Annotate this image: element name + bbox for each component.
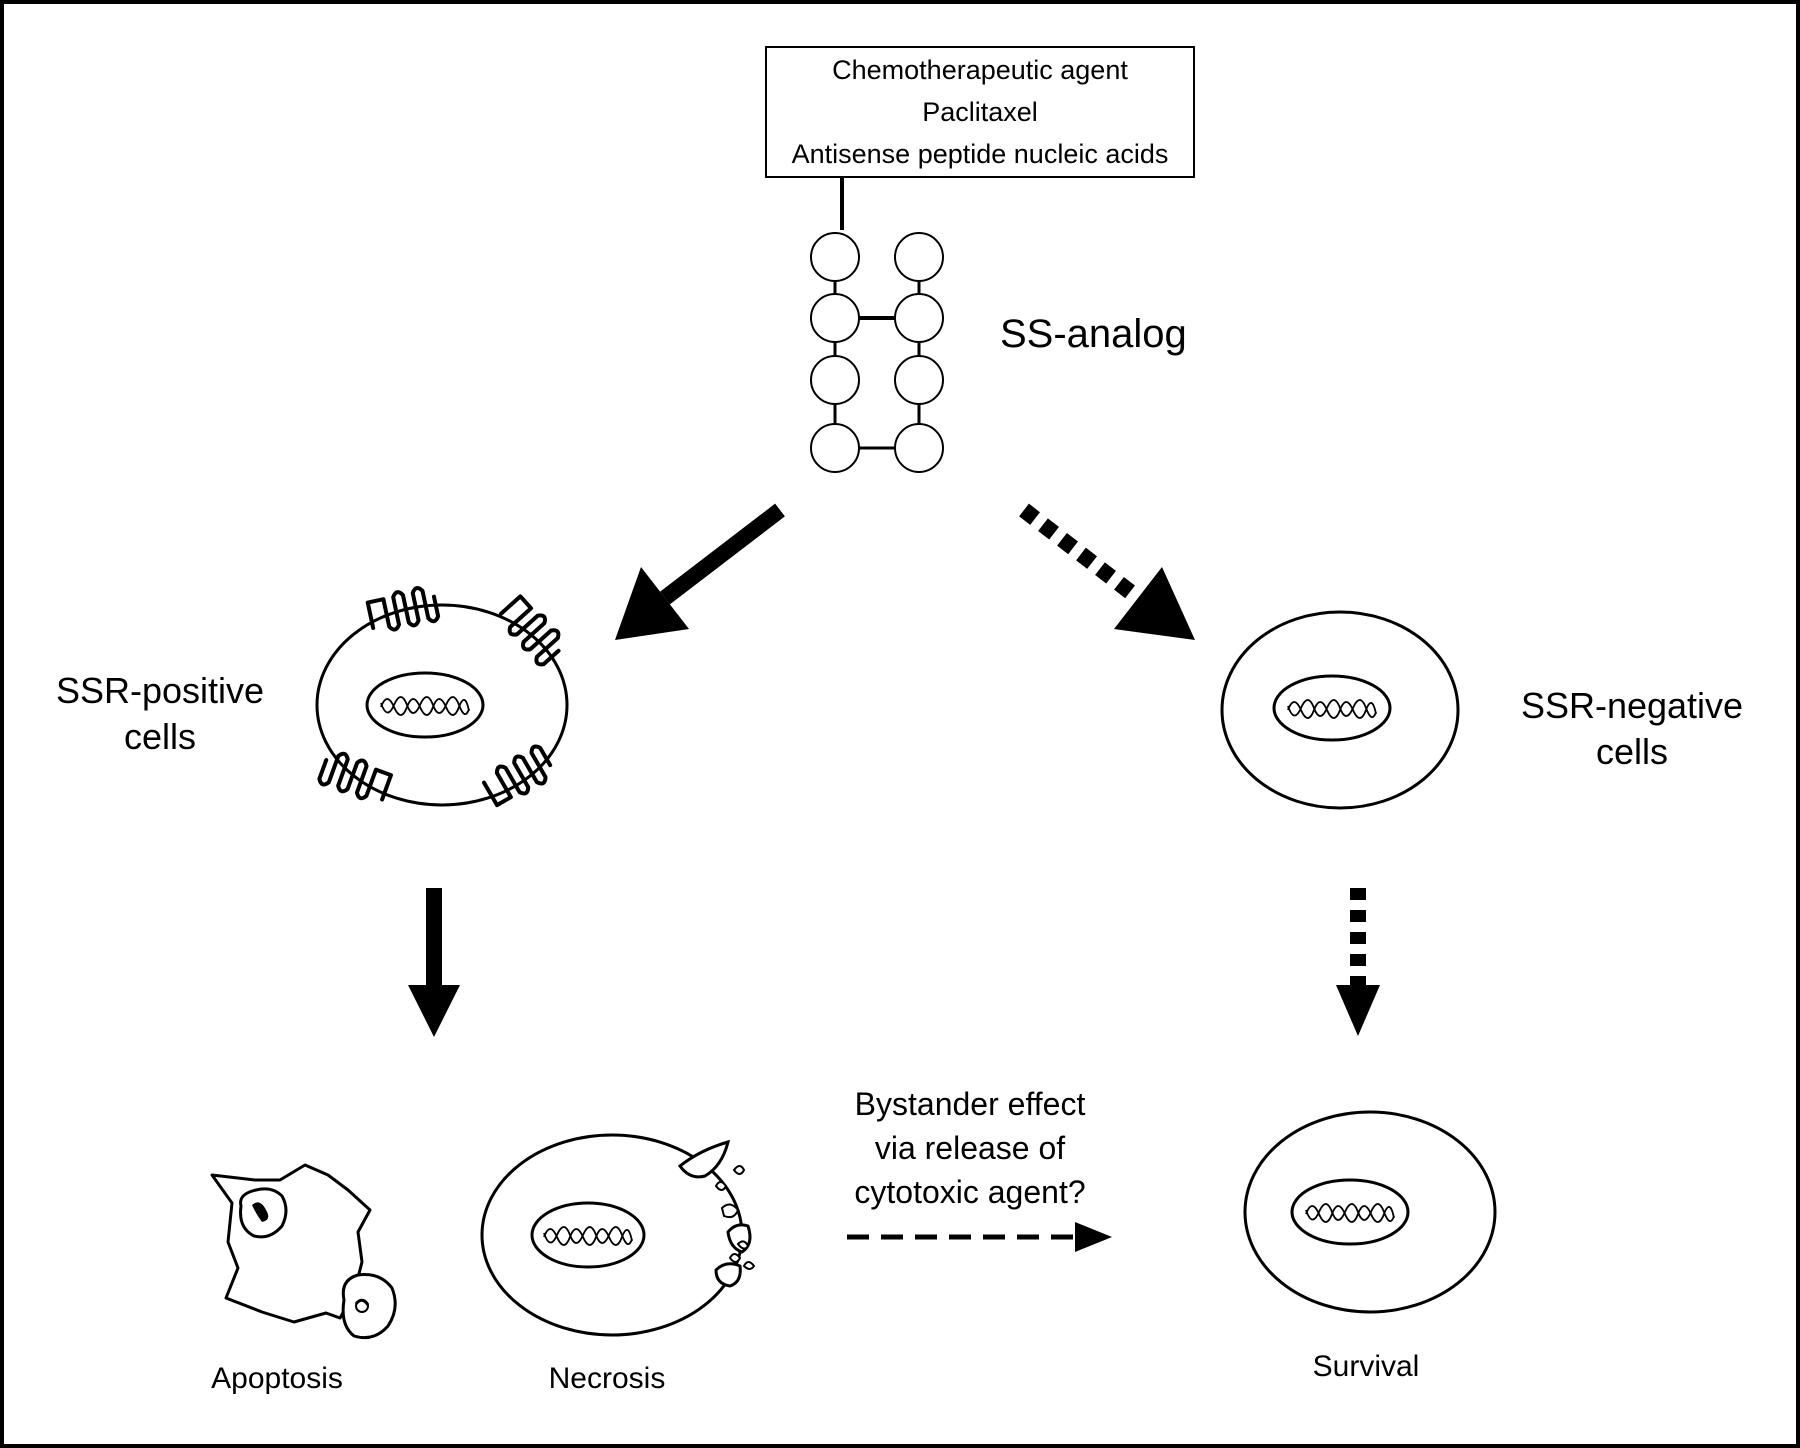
arrow-down-dotted [1336,888,1380,1036]
bystander-line2: via release of [874,1130,1066,1166]
agent-box: Chemotherapeutic agent Paclitaxel Antise… [765,46,1195,178]
ssr-positive-cell [315,582,570,811]
bystander-line1: Bystander effect [854,1086,1086,1122]
ssr-negative-label: SSR-negative cells [1502,683,1762,775]
ssr-positive-line2: cells [123,716,197,757]
bystander-line3: cytotoxic agent? [854,1174,1086,1210]
agent-line-1: Chemotherapeutic agent [832,55,1128,85]
survival-label: Survival [1312,1350,1420,1383]
bystander-label: Bystander effect via release of cytotoxi… [810,1082,1130,1214]
arrow-to-ssr-positive [615,503,785,640]
necrosis-cell [480,1133,756,1337]
agent-line-2: Paclitaxel [922,97,1038,127]
apoptosis-cell [210,1163,397,1340]
ssr-positive-label: SSR-positive cells [40,668,280,760]
ss-analog-label: SS-analog [1000,312,1187,356]
bystander-arrow [847,1222,1112,1252]
ssr-positive-line1: SSR-positive [55,670,265,711]
agent-line-3: Antisense peptide nucleic acids [791,139,1169,169]
arrow-down-solid [408,888,460,1037]
ss-analog-structure [810,232,944,473]
necrosis-label: Necrosis [548,1362,666,1395]
survival-cell [1243,1110,1497,1314]
apoptosis-label: Apoptosis [211,1362,343,1395]
ssr-negative-line1: SSR-negative [1520,685,1744,726]
ssr-negative-cell [1220,610,1460,810]
arrow-to-ssr-negative [1019,503,1195,640]
ssr-negative-line2: cells [1595,731,1669,772]
